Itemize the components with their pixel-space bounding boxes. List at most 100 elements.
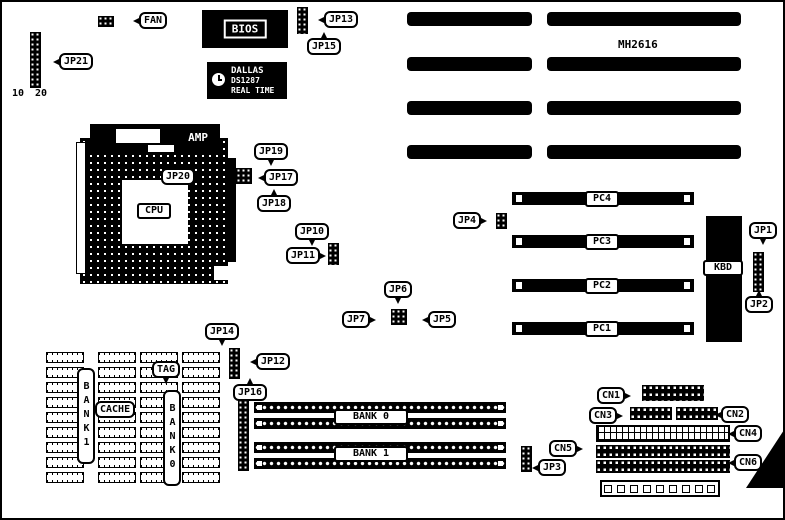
jp12-label: JP12 xyxy=(256,353,291,370)
jp4-label: JP4 xyxy=(453,212,482,229)
slot-notch xyxy=(516,282,522,289)
fan-label: FAN xyxy=(139,12,168,29)
cpu-label: CPU xyxy=(137,203,171,219)
bios-label: BIOS xyxy=(223,19,267,39)
tag-label: TAG xyxy=(152,361,181,378)
cache-bank0-label: BANK0 xyxy=(163,390,181,486)
slot-notch xyxy=(516,195,522,202)
jp11-label: JP11 xyxy=(286,247,321,264)
cache-bank1-label: BANK1 xyxy=(77,368,95,464)
cn6-label: CN6 xyxy=(734,454,763,471)
cache-chip xyxy=(98,472,136,483)
cache-chip xyxy=(98,382,136,393)
jp20-label: JP20 xyxy=(161,168,196,185)
jp1-jp2-pin-header xyxy=(753,252,764,292)
terminal-square xyxy=(668,484,677,493)
dallas-line3: REAL TIME xyxy=(231,86,275,95)
bank1-label: BANK 1 xyxy=(334,446,408,462)
cn4-connector xyxy=(596,425,730,442)
cache-chip xyxy=(98,427,136,438)
isa-slot-2-left xyxy=(407,57,532,71)
cache-chip xyxy=(182,412,220,423)
cache-chip xyxy=(182,352,220,363)
amp-socket-bar: AMP xyxy=(90,124,220,152)
pc1-label: PC1 xyxy=(585,321,619,337)
pin-number-10: 10 xyxy=(12,88,25,99)
cn3-label: CN3 xyxy=(589,407,618,424)
jp5-label: JP5 xyxy=(428,311,457,328)
slot-notch xyxy=(684,325,690,332)
slot-notch xyxy=(684,282,690,289)
jp3-label: JP3 xyxy=(538,459,567,476)
cache-chip xyxy=(46,352,84,363)
cn2-connector xyxy=(676,407,718,420)
terminal-strip xyxy=(600,480,720,497)
cache-chip xyxy=(182,397,220,408)
terminal-square xyxy=(694,484,703,493)
bios-chip: BIOS xyxy=(202,10,288,48)
isa-slot-2-right xyxy=(547,57,741,71)
cache-label: CACHE xyxy=(95,401,136,418)
pc4-label: PC4 xyxy=(585,191,619,207)
cn1-connector xyxy=(642,385,704,401)
cache-chip xyxy=(182,427,220,438)
dallas-line2: DS1287 xyxy=(231,76,260,85)
bank0-label: BANK 0 xyxy=(334,409,408,425)
jp6-label: JP6 xyxy=(384,281,413,298)
cache-chip xyxy=(182,367,220,378)
cn3-connector xyxy=(630,407,672,420)
jp2-label: JP2 xyxy=(745,296,774,313)
cache-chip xyxy=(98,367,136,378)
cache-chip xyxy=(182,382,220,393)
jp14-label: JP14 xyxy=(205,323,240,340)
jp5-jp7-pin-block xyxy=(391,309,407,325)
kbd-label: KBD xyxy=(703,260,743,276)
jp12-jp16-pin-block xyxy=(229,348,240,379)
isa-slot-4-right xyxy=(547,145,741,159)
amp-bar-window xyxy=(116,129,160,143)
terminal-square xyxy=(643,484,652,493)
cpu-socket-left-strip xyxy=(76,142,86,274)
cache-chip xyxy=(98,442,136,453)
cache-chip xyxy=(182,442,220,453)
isa-slot-1-left xyxy=(407,12,532,26)
simm-slot-4 xyxy=(254,458,506,469)
jp21-label: JP21 xyxy=(59,53,94,70)
slot-notch xyxy=(516,325,522,332)
terminal-square xyxy=(604,484,613,493)
dallas-rtc-chip: DALLAS DS1287 REAL TIME xyxy=(207,62,287,99)
jp18-label: JP18 xyxy=(257,195,292,212)
jp21-pin-header xyxy=(30,32,41,88)
keyboard-connector xyxy=(706,216,742,342)
jp10-jp11-pin-block xyxy=(328,243,339,265)
simm-slot-1 xyxy=(254,402,506,413)
cache-chip-column-1 xyxy=(46,352,84,483)
terminal-square xyxy=(655,484,664,493)
jp10-label: JP10 xyxy=(295,223,330,240)
fan-connector xyxy=(98,16,114,27)
pc2-label: PC2 xyxy=(585,278,619,294)
slot-notch xyxy=(684,195,690,202)
terminal-square xyxy=(681,484,690,493)
cpu-socket-corner-notch xyxy=(214,266,228,280)
simm-side-pin-header xyxy=(238,400,249,471)
cn1-label: CN1 xyxy=(597,387,626,404)
cn2-label: CN2 xyxy=(721,406,750,423)
isa-slot-3-left xyxy=(407,101,532,115)
cache-chip xyxy=(98,457,136,468)
terminal-square xyxy=(630,484,639,493)
terminal-square xyxy=(617,484,626,493)
clock-icon xyxy=(212,73,225,86)
jp4-pin-block xyxy=(496,213,507,229)
cache-chip xyxy=(182,472,220,483)
cache-chip xyxy=(140,382,178,393)
cache-chip xyxy=(182,457,220,468)
isa-slot-3-right xyxy=(547,101,741,115)
dallas-line1: DALLAS xyxy=(231,66,264,76)
amp-bar-notch xyxy=(148,145,174,152)
cache-chip xyxy=(98,352,136,363)
jp15-label: JP15 xyxy=(307,38,342,55)
jp7-label: JP7 xyxy=(342,311,371,328)
board-model-text: MH2616 xyxy=(618,38,658,51)
